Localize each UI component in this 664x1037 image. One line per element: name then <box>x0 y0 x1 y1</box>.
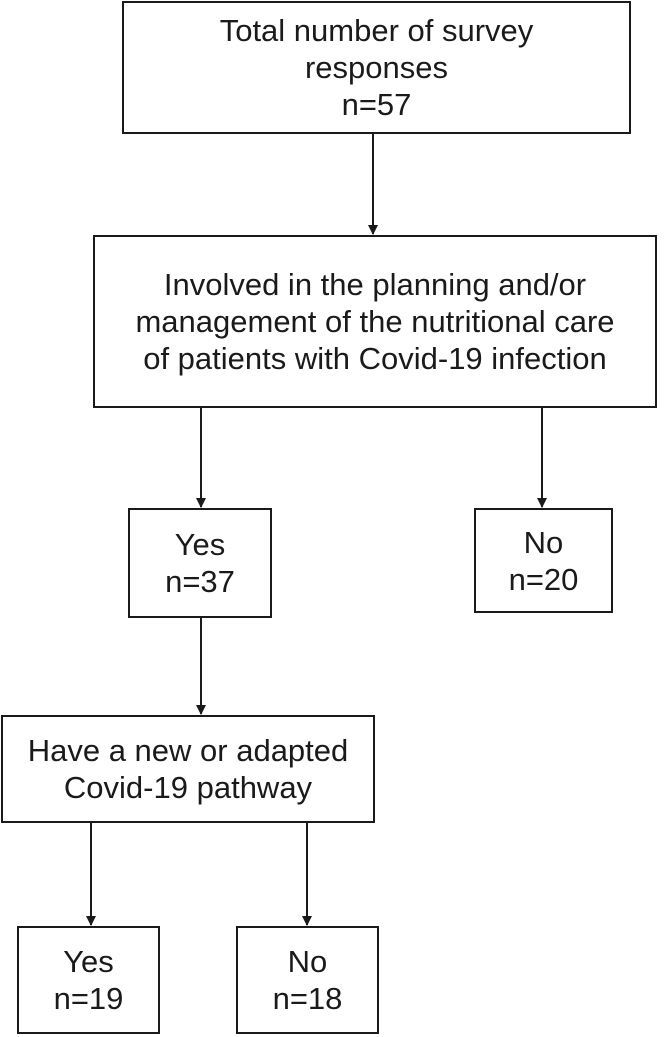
pathway-line2: Covid-19 pathway <box>63 770 313 805</box>
pathway-no-count: n=18 <box>272 981 343 1016</box>
total-responses-line1: Total number of survey <box>219 13 534 48</box>
pathway-yes-label: Yes <box>63 944 114 979</box>
involved-yes-count: n=37 <box>165 564 235 599</box>
pathway-no-label: No <box>287 944 328 979</box>
pathway-box: Have a new or adapted Covid-19 pathway <box>1 715 375 823</box>
involved-no-box: No n=20 <box>474 508 613 613</box>
total-responses-box: Total number of survey responses n=57 <box>122 1 631 134</box>
involved-no-label: No <box>523 524 564 560</box>
pathway-yes-box: Yes n=19 <box>17 926 160 1034</box>
involved-line2: management of the nutritional care <box>135 304 615 339</box>
involved-line3: of patients with Covid-19 infection <box>143 341 607 376</box>
involved-no-count: n=20 <box>508 561 579 597</box>
involved-yes-box: Yes n=37 <box>128 508 272 618</box>
pathway-line1: Have a new or adapted <box>27 733 349 768</box>
involved-box: Involved in the planning and/or manageme… <box>93 235 657 408</box>
pathway-yes-count: n=19 <box>53 981 124 1016</box>
involved-yes-label: Yes <box>174 527 226 562</box>
pathway-no-box: No n=18 <box>236 926 379 1034</box>
total-responses-count: n=57 <box>341 87 412 122</box>
involved-line1: Involved in the planning and/or <box>163 267 587 302</box>
total-responses-line2: responses <box>304 50 449 85</box>
